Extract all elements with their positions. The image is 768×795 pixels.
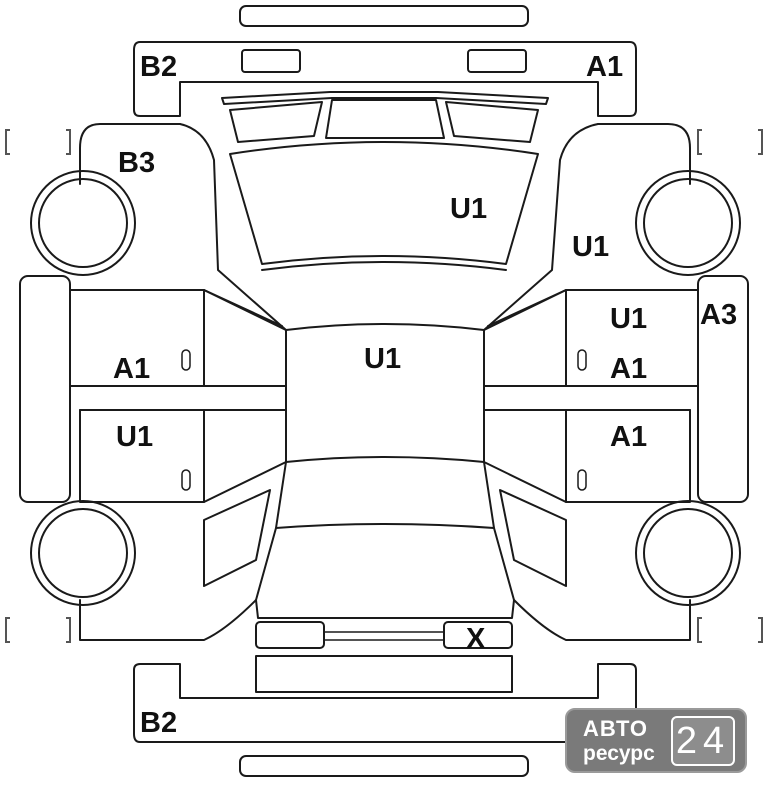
right-side-strip (697, 275, 749, 503)
code-left-front-door: U1 (116, 421, 153, 453)
code-right-rear-fender: U1 (572, 231, 609, 263)
bracket-rl-open (5, 129, 10, 155)
cabin-front-edge (285, 323, 485, 331)
code-rear-bumper: B2 (140, 51, 177, 83)
bracket-rl-close (66, 129, 71, 155)
wheel-rear-right-inner (643, 178, 733, 268)
left-rear-quarter-inner (179, 123, 287, 331)
left-sill (79, 385, 287, 411)
roof-panel (229, 141, 539, 265)
front-light-right (443, 621, 513, 649)
rear-window-frame (221, 91, 549, 105)
rear-glass-center (325, 99, 445, 139)
wheel-front-left-inner (38, 508, 128, 598)
code-right-side-strip: A3 (700, 299, 737, 331)
code-front-plate: X (466, 623, 486, 655)
rear-glass-right (445, 101, 539, 143)
code-right-rear-door: U1 (610, 303, 647, 335)
bracket-fl-close (66, 617, 71, 643)
wheel-front-right-inner (643, 508, 733, 598)
wheel-rear-left-inner (38, 178, 128, 268)
bracket-fl-open (5, 617, 10, 643)
watermark-top: АВТО (583, 716, 648, 741)
code-rear-left-fender: B3 (118, 147, 155, 179)
rear-bumper (133, 41, 637, 117)
wheel-rear-left-outer (30, 170, 136, 276)
front-grille (324, 631, 444, 641)
rear-glass-left (229, 101, 323, 143)
rear-light-right (467, 49, 527, 73)
wheel-rear-right-outer (635, 170, 741, 276)
door-handle-left-front (181, 469, 191, 491)
front-bumper (133, 663, 637, 743)
wheel-front-left-outer (30, 500, 136, 606)
left-a-pillar (203, 489, 271, 587)
front-light-left (255, 621, 325, 649)
watermark-number: 24 (671, 716, 735, 766)
left-side-strip (19, 275, 71, 503)
bracket-fr-open (697, 617, 702, 643)
code-cabin-roof: U1 (364, 343, 401, 375)
code-front-bumper: B2 (140, 707, 177, 739)
left-rear-quarter (79, 123, 181, 185)
bracket-fr-close (758, 617, 763, 643)
front-bumper-bar (239, 755, 529, 777)
cabin-roof (285, 329, 485, 463)
right-sill (483, 385, 691, 411)
front-plate-area (255, 655, 513, 693)
code-left-rear-door: A1 (113, 353, 150, 385)
door-handle-left-rear (181, 349, 191, 371)
right-rear-quarter (597, 123, 691, 185)
code-rear-right: A1 (586, 51, 623, 83)
right-rear-quarter-inner (483, 123, 599, 331)
windshield (275, 461, 495, 529)
code-right-front-door: A1 (610, 421, 647, 453)
watermark-logo: АВТО ресурс 24 (565, 708, 747, 773)
rear-light-left (241, 49, 301, 73)
code-right-rear-door-lower: A1 (610, 353, 647, 385)
wheel-front-right-outer (635, 500, 741, 606)
bracket-rr-open (697, 129, 702, 155)
hood (255, 527, 515, 619)
watermark-bottom: ресурс (583, 742, 655, 765)
right-a-pillar (499, 489, 567, 587)
roof-rear-edge (261, 261, 507, 271)
left-front-fender (79, 599, 257, 641)
right-front-fender (513, 599, 691, 641)
rear-bumper-bar (239, 5, 529, 27)
door-handle-right-front (577, 469, 587, 491)
door-handle-right-rear (577, 349, 587, 371)
bracket-rr-close (758, 129, 763, 155)
code-roof: U1 (450, 193, 487, 225)
